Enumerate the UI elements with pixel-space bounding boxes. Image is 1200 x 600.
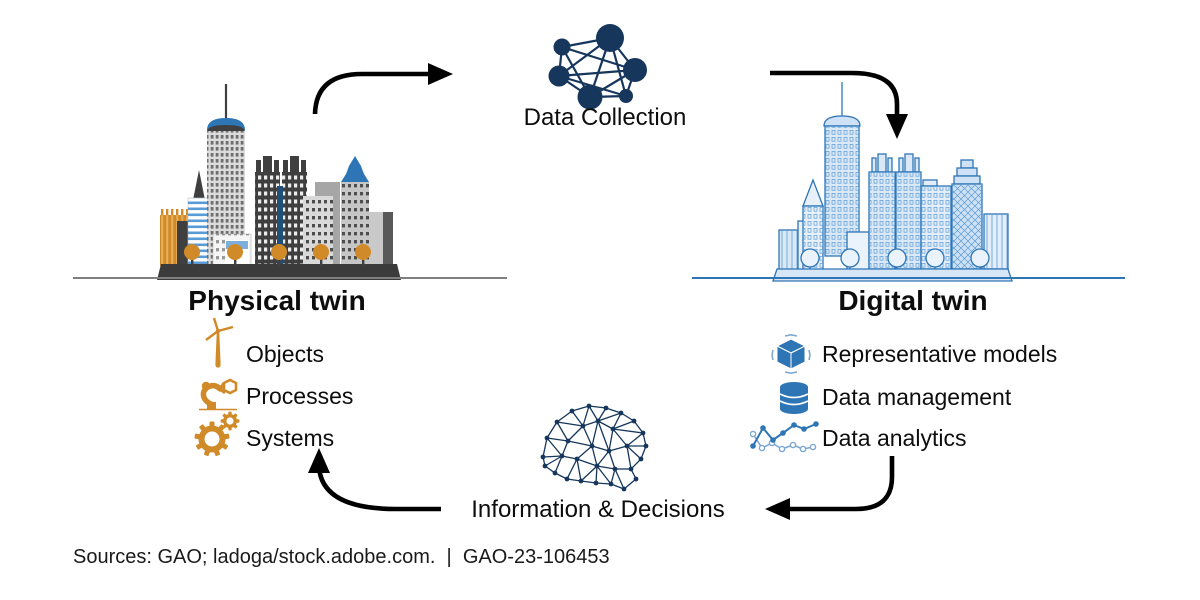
physical-item-processes: Processes <box>246 383 354 409</box>
physical-item-objects: Objects <box>246 341 324 367</box>
wind-turbine-icon <box>205 317 234 368</box>
information-decisions-label: Information & Decisions <box>471 496 725 523</box>
physical-item-systems: Systems <box>246 425 335 451</box>
digital-ground-line <box>692 277 1125 279</box>
digital-twin-title: Digital twin <box>838 285 988 316</box>
source-citation: Sources: GAO; ladoga/stock.adobe.com. | … <box>73 546 610 568</box>
arrowhead-up-icon <box>308 448 330 473</box>
arrow-information-to-physical <box>316 465 441 512</box>
arrow-data-collection-to-digital <box>770 70 900 116</box>
analytics-icon <box>750 421 819 453</box>
digital-city-illustration <box>772 82 1013 282</box>
tree-icons <box>184 244 371 266</box>
digital-item-representative-models: Representative models <box>822 341 1058 367</box>
data-collection-network-icon <box>548 24 647 110</box>
robot-arm-icon <box>199 378 238 411</box>
digital-item-data-management: Data management <box>822 384 1012 410</box>
physical-ground-line <box>73 277 507 279</box>
tree-outline-icons <box>800 248 990 269</box>
arrow-physical-to-data-collection <box>312 71 431 115</box>
database-icon <box>779 382 809 414</box>
physical-city-illustration <box>157 84 401 280</box>
brain-network-icon <box>540 403 649 492</box>
data-collection-label: Data Collection <box>523 104 687 131</box>
arrowhead-down-icon <box>886 114 908 139</box>
physical-twin-title: Physical twin <box>188 285 366 316</box>
arrow-digital-to-information <box>789 456 895 512</box>
arrowhead-right-icon <box>428 63 453 85</box>
digital-item-data-analytics: Data analytics <box>822 425 967 451</box>
cube-icon <box>771 334 811 374</box>
gears-icon <box>194 411 240 457</box>
arrowhead-left-icon <box>765 498 790 520</box>
